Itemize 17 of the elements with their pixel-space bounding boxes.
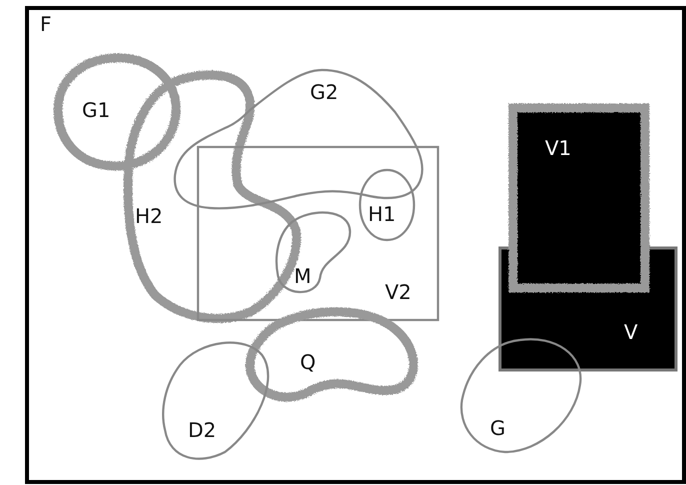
set-label: G1 [82,100,110,120]
set-label: V2 [385,282,412,302]
frame [25,6,686,484]
set-label: M [294,266,312,286]
set-label: Q [300,352,316,372]
set-label: D2 [188,420,216,440]
set-region [357,168,417,242]
rectangle-region [197,146,439,321]
set-label: G2 [310,82,338,102]
set-region [458,335,584,455]
set-label: H2 [135,206,163,226]
set-label: F [40,14,52,34]
set-label: V1 [545,138,572,158]
set-label: G [490,418,506,438]
set-label: V [624,322,638,342]
set-region [160,340,272,462]
set-label: H1 [368,204,396,224]
